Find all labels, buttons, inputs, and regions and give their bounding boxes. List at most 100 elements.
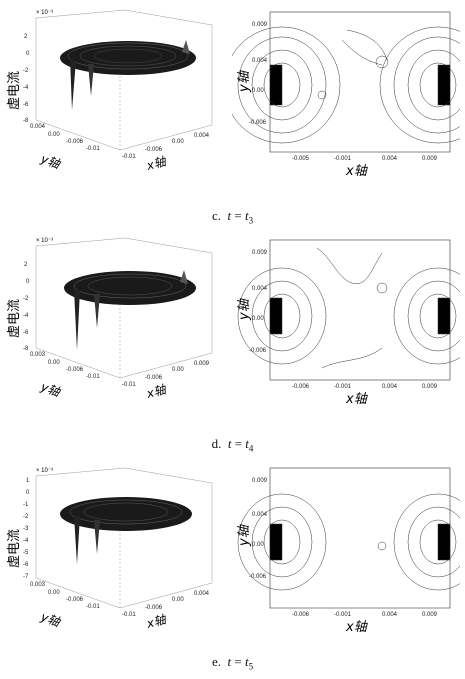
z-tick: -6 [23,102,29,108]
x-tick: 0.009 [422,156,438,162]
x-tick: -0.006 [145,375,163,381]
y-tick: 0.004 [30,124,46,130]
z-tick: -4 [23,538,29,544]
surface-axes-box [35,9,213,151]
y-tick: 0.004 [252,286,268,292]
contour-y-axis-label: y轴 [237,69,252,93]
z-tick: -2 [23,514,29,520]
y-tick: 0.003 [30,582,46,588]
z-tick: 2 [24,262,28,268]
z-tick: 2 [24,34,28,40]
y-tick: -0.01 [86,146,100,152]
y-tick: 0.00 [252,316,264,322]
y-tick: -0.006 [66,367,84,373]
contour-frame [269,239,451,381]
x-tick: 0.004 [382,612,398,618]
figure-row-c: × 10⁻³ 虚电流 2 0 -2 -4 -6 -8 [0,0,465,235]
z-ticks: 2 0 -2 -4 -6 -8 [23,34,30,124]
z-tick: -4 [23,313,29,319]
z-tick: -2 [23,296,29,302]
y-tick: 0.004 [252,512,268,518]
z-axis-label: 虚电流 [7,529,22,568]
z-tick: -2 [23,68,29,74]
x-axis-label: x轴 [144,382,169,401]
z-tick: 0 [26,490,30,496]
x-ticks: -0.01 -0.006 0.00 0.004 [122,133,210,160]
x-tick: 0.009 [194,361,210,367]
contour-plot: y轴 0.009 0.004 0.00 -0.006 -0.005 -0.001… [232,11,460,179]
figure-row-d: × 10⁻³ 虚电流 2 0 -2 -4 -6 -8 0 [0,228,465,458]
exponent-label: × 10⁻³ [36,468,53,474]
z-axis-label: 虚电流 [7,71,22,110]
z-tick: -6 [23,562,29,568]
x-axis-label: x轴 [144,154,169,173]
contour-x-axis-label: x轴 [345,164,369,179]
y-ticks: 0.004 0.00 -0.006 -0.01 [30,124,100,152]
y-tick: -0.006 [249,348,267,354]
y-tick: -0.006 [249,574,267,580]
x-tick: -0.006 [145,147,163,153]
y-tick: 0.00 [48,132,60,138]
y-tick: 0.00 [48,360,60,366]
contour-frame [269,11,451,153]
y-axis-label: y轴 [38,151,64,172]
y-tick: 0.00 [252,542,264,548]
z-tick: 1 [26,478,30,484]
contour-plot: y轴 0.009 0.004 0.00 -0.006 -0.006 -0.001… [237,239,460,407]
figure-row-e: × 10⁻³ 虚电流 1 0 -1 -2 -3 -4 -5 -6 -7 [0,458,465,679]
z-tick: -8 [23,346,29,352]
x-tick: -0.01 [122,382,136,388]
x-tick: 0.004 [382,384,398,390]
z-tick: -6 [23,330,29,336]
x-tick: -0.001 [334,612,352,618]
x-tick: 0.00 [172,597,184,603]
z-tick: -8 [23,118,29,124]
y-tick: 0.00 [252,88,264,94]
x-axis-label: x轴 [144,612,169,631]
x-tick: 0.009 [422,384,438,390]
x-tick: 0.00 [172,139,184,145]
contour-y-axis-label: y轴 [237,297,252,321]
surface-disk [60,497,192,564]
x-tick: 0.009 [422,612,438,618]
z-axis-label: 虚电流 [7,299,22,338]
y-tick: 0.004 [252,58,268,64]
surface-plot: × 10⁻³ 虚电流 1 0 -1 -2 -3 -4 -5 -6 -7 [7,467,213,631]
z-tick: 0 [26,51,30,57]
y-axis-label: y轴 [38,379,64,400]
y-tick: 0.009 [252,478,268,484]
contour-y-ticks: 0.009 0.004 0.00 -0.006 [249,22,268,126]
contour-lines [232,26,460,144]
surface-disk [60,40,196,110]
z-tick: 0 [26,279,30,285]
x-tick: 0.004 [382,156,398,162]
x-tick: -0.005 [292,156,310,162]
contour-y-axis-label: y轴 [237,523,252,547]
x-tick: -0.01 [122,154,136,160]
surface-plot: × 10⁻³ 虚电流 2 0 -2 -4 -6 -8 0 [7,237,213,401]
z-tick: -1 [23,502,29,508]
y-tick: 0.00 [48,590,60,596]
y-tick: -0.006 [249,120,267,126]
x-tick: -0.01 [122,612,136,618]
y-tick: -0.006 [66,139,84,145]
contour-x-axis-label: x轴 [345,620,369,635]
y-tick: 0.009 [252,22,268,28]
z-tick: -3 [23,526,29,532]
z-tick: -5 [23,550,29,556]
contour-plot: y轴 0.009 0.004 0.00 -0.006 -0.006 -0.001… [237,467,460,635]
y-tick: -0.01 [86,604,100,610]
x-tick: -0.006 [292,612,310,618]
x-tick: -0.006 [145,605,163,611]
x-tick: -0.006 [292,384,310,390]
surface-plot: × 10⁻³ 虚电流 2 0 -2 -4 -6 -8 [7,9,213,173]
y-tick: 0.009 [252,250,268,256]
contour-x-axis-label: x轴 [345,392,369,407]
z-tick: -7 [23,574,29,580]
x-tick: 0.004 [194,133,210,139]
x-tick: 0.004 [194,591,210,597]
figure-caption: c. t = t3 [211,208,254,226]
contour-frame [269,467,451,609]
x-tick: -0.001 [334,156,352,162]
exponent-label: × 10⁻³ [36,10,53,16]
